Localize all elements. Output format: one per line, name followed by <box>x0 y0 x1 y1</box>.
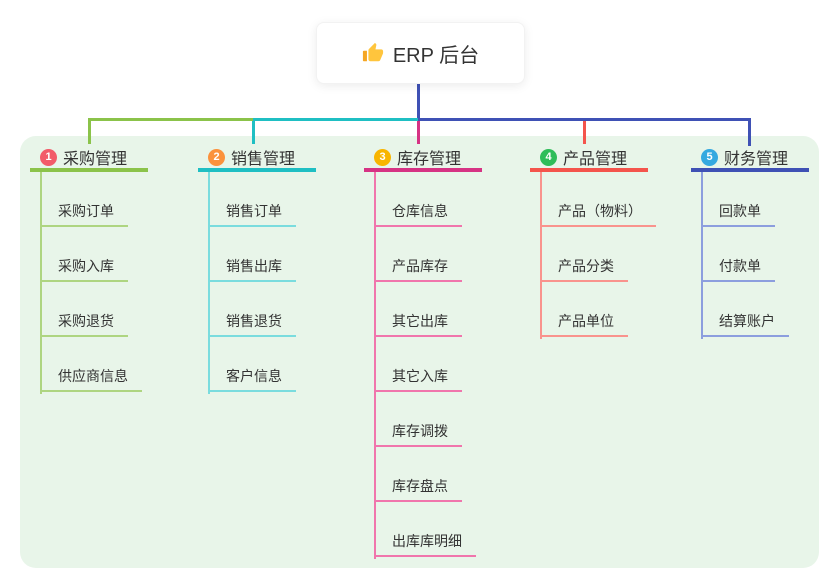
branch-inventory: 3 库存管理 仓库信息 产品库存 其它出库 其它入库 库存调拨 库存盘点 出库库… <box>364 146 504 559</box>
branch-finance-label: 财务管理 <box>724 151 789 168</box>
node-payment-doc[interactable]: 付款单 <box>701 227 831 282</box>
node-sales-outbound[interactable]: 销售出库 <box>208 227 338 282</box>
branch-finance: 5 财务管理 回款单 付款单 结算账户 <box>691 146 831 339</box>
branch-product-vline <box>540 172 542 339</box>
node-settlement-account[interactable]: 结算账户 <box>701 282 831 337</box>
branches-panel <box>20 136 819 568</box>
connector-drop-purchase <box>88 118 91 144</box>
node-other-outbound[interactable]: 其它出库 <box>374 282 504 337</box>
node-outbound-detail[interactable]: 出库库明细 <box>374 502 504 557</box>
node-other-inbound[interactable]: 其它入库 <box>374 337 504 392</box>
badge-1: 1 <box>40 148 57 166</box>
connector-horizontal-left-green <box>88 118 253 121</box>
thumbs-up-icon <box>362 42 383 62</box>
branch-purchase-label: 采购管理 <box>63 151 128 168</box>
branch-inventory-header[interactable]: 3 库存管理 <box>364 146 482 172</box>
node-product-stock[interactable]: 产品库存 <box>374 227 504 282</box>
node-stock-transfer[interactable]: 库存调拨 <box>374 392 504 447</box>
root-node-erp[interactable]: ERP 后台 <box>316 22 525 84</box>
node-supplier-info[interactable]: 供应商信息 <box>40 337 170 392</box>
node-sales-return[interactable]: 销售退货 <box>208 282 338 337</box>
branch-finance-header[interactable]: 5 财务管理 <box>691 146 809 172</box>
node-product-unit[interactable]: 产品单位 <box>540 282 670 337</box>
connector-drop-sales <box>252 121 255 144</box>
node-sales-order[interactable]: 销售订单 <box>208 172 338 227</box>
node-customer-info[interactable]: 客户信息 <box>208 337 338 392</box>
connector-drop-finance <box>748 118 751 146</box>
connector-drop-inventory <box>417 121 420 144</box>
badge-2: 2 <box>208 148 225 166</box>
branch-purchase: 1 采购管理 采购订单 采购入库 采购退货 供应商信息 <box>30 146 170 394</box>
branch-purchase-vline <box>40 172 42 394</box>
badge-5: 5 <box>701 148 718 166</box>
node-warehouse-info[interactable]: 仓库信息 <box>374 172 504 227</box>
connector-horizontal-right-blue <box>418 118 751 121</box>
branch-sales-vline <box>208 172 210 394</box>
badge-3: 3 <box>374 148 391 166</box>
node-product-category[interactable]: 产品分类 <box>540 227 670 282</box>
branch-inventory-vline <box>374 172 376 559</box>
node-stock-taking[interactable]: 库存盘点 <box>374 447 504 502</box>
connector-horizontal-mid-teal <box>253 118 418 121</box>
node-purchase-order[interactable]: 采购订单 <box>40 172 170 227</box>
branch-sales: 2 销售管理 销售订单 销售出库 销售退货 客户信息 <box>198 146 338 394</box>
node-purchase-inbound[interactable]: 采购入库 <box>40 227 170 282</box>
branch-product-label: 产品管理 <box>563 151 628 168</box>
branch-purchase-header[interactable]: 1 采购管理 <box>30 146 148 172</box>
branch-product: 4 产品管理 产品（物料） 产品分类 产品单位 <box>530 146 670 339</box>
badge-4: 4 <box>540 148 557 166</box>
root-connector-vertical <box>417 82 420 121</box>
branch-product-header[interactable]: 4 产品管理 <box>530 146 648 172</box>
branch-finance-vline <box>701 172 703 339</box>
node-receipt-doc[interactable]: 回款单 <box>701 172 831 227</box>
branch-sales-header[interactable]: 2 销售管理 <box>198 146 316 172</box>
branch-inventory-label: 库存管理 <box>397 151 462 168</box>
node-purchase-return[interactable]: 采购退货 <box>40 282 170 337</box>
node-product-material[interactable]: 产品（物料） <box>540 172 670 227</box>
root-node-label: ERP 后台 <box>392 44 480 67</box>
branch-sales-label: 销售管理 <box>231 151 296 168</box>
connector-drop-product <box>583 121 586 144</box>
